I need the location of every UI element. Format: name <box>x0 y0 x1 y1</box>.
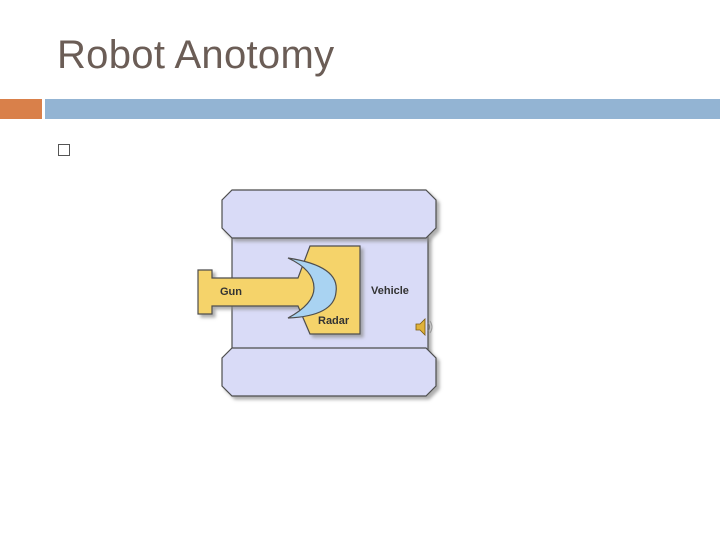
bullet-icon <box>58 144 70 156</box>
slide-title: Robot Anotomy <box>57 33 335 77</box>
vehicle-bottom-track <box>221 347 437 397</box>
robot-anatomy-diagram: Gun Radar Vehicle <box>197 189 437 397</box>
speaker-icon[interactable] <box>414 316 436 338</box>
title-accent-bar-blue <box>45 99 720 119</box>
vehicle-label: Vehicle <box>371 285 409 297</box>
title-accent-bar-orange <box>0 99 42 119</box>
gun-label: Gun <box>220 286 242 298</box>
radar <box>287 257 337 319</box>
radar-label: Radar <box>318 315 350 327</box>
vehicle-top-track <box>221 189 437 239</box>
